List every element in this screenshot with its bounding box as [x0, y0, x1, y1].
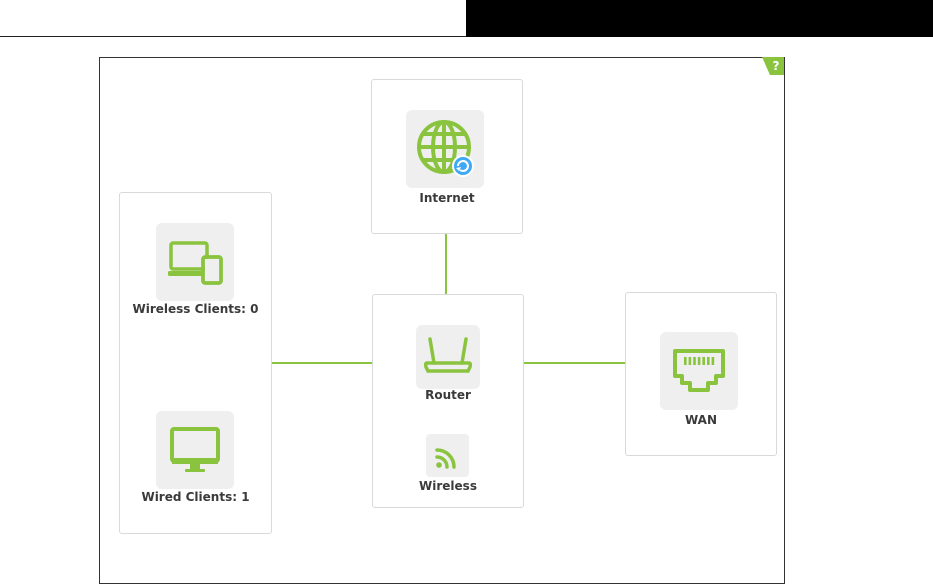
- wired-clients-label: Wired Clients: 1: [120, 490, 271, 504]
- wireless-tile[interactable]: [426, 434, 469, 477]
- wired-clients-tile[interactable]: [156, 411, 234, 489]
- wireless-clients-label: Wireless Clients: 0: [120, 302, 271, 316]
- top-header-dark-panel: [466, 0, 933, 37]
- internet-tile[interactable]: [406, 110, 484, 188]
- wireless-clients-tile[interactable]: [156, 223, 234, 301]
- connector-internet-router: [445, 233, 447, 295]
- wireless-label: Wireless: [373, 479, 523, 493]
- help-icon: ?: [758, 57, 784, 75]
- help-button[interactable]: ?: [758, 57, 784, 75]
- connector-router-wan: [523, 362, 626, 364]
- wifi-icon: [426, 434, 469, 477]
- connector-clients-router: [271, 362, 373, 364]
- internet-label: Internet: [372, 191, 522, 205]
- router-label: Router: [373, 388, 523, 402]
- wan-label: WAN: [626, 413, 776, 427]
- monitor-icon: [156, 411, 234, 489]
- router-card: Router Wireless: [372, 294, 524, 508]
- svg-text:?: ?: [773, 59, 780, 73]
- internet-card[interactable]: Internet: [371, 79, 523, 234]
- wan-tile[interactable]: [660, 332, 738, 410]
- devices-icon: [156, 223, 234, 301]
- globe-icon: [406, 110, 484, 188]
- ethernet-port-icon: [660, 332, 738, 410]
- router-icon: [416, 325, 480, 389]
- wan-card[interactable]: WAN: [625, 292, 777, 456]
- clients-card: Wireless Clients: 0 Wired Clients: 1: [119, 192, 272, 534]
- router-tile[interactable]: [416, 325, 480, 389]
